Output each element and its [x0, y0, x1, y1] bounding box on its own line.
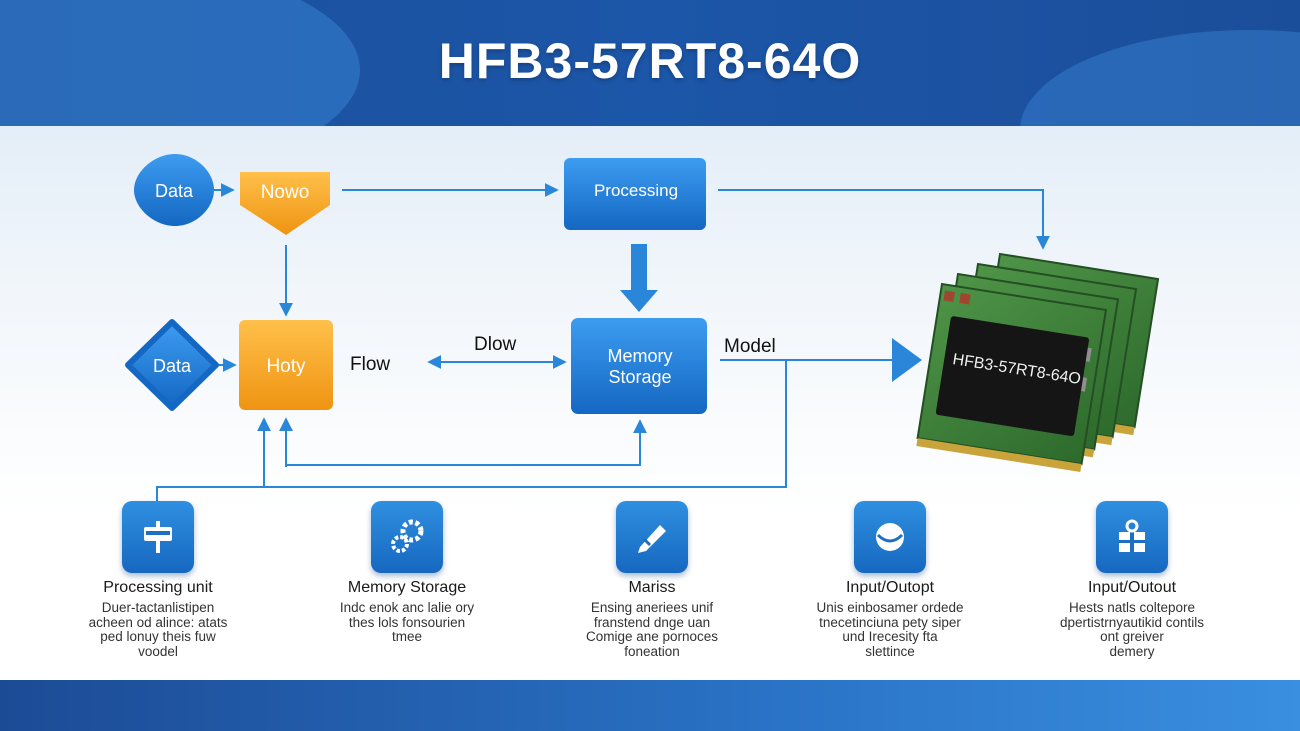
page-title: HFB3-57RT8-64O [438, 33, 862, 89]
thick-arrow-shaft [631, 244, 647, 292]
nowo-node [240, 172, 330, 235]
hoty-node-label: Hoty [266, 356, 306, 377]
gift-icon [1096, 501, 1168, 573]
data-node-mid [125, 319, 219, 411]
arrow-model-return [257, 360, 787, 488]
processing-node [564, 158, 706, 230]
arrow-processing-to-board [718, 189, 1050, 250]
card-title: Mariss [628, 579, 676, 596]
card-title: Processing unit [103, 579, 213, 596]
processing-node-label: Processing [594, 181, 678, 200]
signpost-icon [122, 501, 194, 573]
arrow-loop-memory [286, 419, 647, 466]
thick-arrow-head [620, 290, 658, 312]
model-label: Model [724, 336, 776, 357]
flow-label: Flow [350, 354, 390, 375]
data-node-mid-label: Data [153, 356, 192, 376]
big-arrowhead [892, 338, 922, 382]
dlow-label: Dlow [474, 334, 517, 355]
title-banner: HFB3-57RT8-64O [0, 0, 1300, 126]
card-title: Input/Outopt [845, 579, 935, 596]
globe-icon [854, 501, 926, 573]
memory-storage-node [571, 318, 707, 414]
data-node-top-label: Data [155, 181, 194, 201]
memory-board-stack: HFB3-57RT8-64O [916, 252, 1160, 472]
line-to-processing-unit [156, 486, 264, 503]
data-node-top [134, 154, 214, 226]
memory-node-label-2: Storage [608, 367, 671, 387]
nowo-node-label: Nowo [261, 182, 310, 203]
card-title: Memory Storage [347, 579, 467, 596]
gears-icon [371, 501, 443, 573]
hoty-node [239, 320, 333, 410]
banner-wave-left [0, 0, 360, 126]
connectors [156, 183, 1050, 503]
memory-board-front [916, 282, 1108, 472]
pencil-icon [616, 501, 688, 573]
footer-band [0, 680, 1300, 731]
card-title: Input/Outout [1087, 579, 1177, 596]
memory-node-label-1: Memory [607, 346, 672, 366]
